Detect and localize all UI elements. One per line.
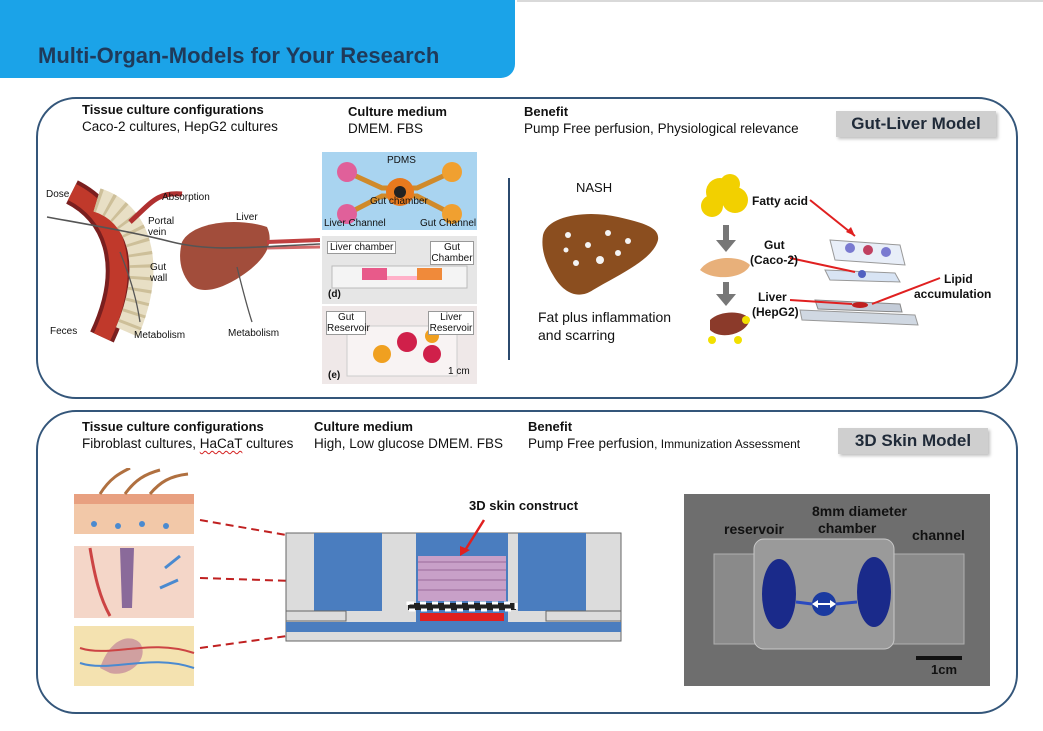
skin-device-cross-section [199, 519, 622, 649]
skin-benefit-value: Pump Free perfusion, Immunization Assess… [528, 436, 800, 451]
nash-caption-line2: and scarring [538, 327, 616, 343]
metabolism-label-2: Metabolism [228, 328, 280, 339]
gut-liver-tissue-value: Caco-2 cultures, HepG2 cultures [82, 119, 278, 134]
gut-liver-medium-value: DMEM. FBS [348, 121, 424, 136]
skin-benefit-value-b: , Immunization Assessment [654, 437, 801, 451]
fatty-acid-label: Fatty acid [752, 194, 809, 208]
panel-e-label: (e) [328, 370, 341, 381]
feces-label: Feces [50, 326, 78, 337]
liver-label: Liver [758, 290, 787, 304]
skin-tissue-value-c: cultures [242, 436, 294, 451]
gut-liver-tissue-header: Tissue culture configurations [82, 102, 264, 117]
skin-tissue-header: Tissue culture configurations [82, 419, 264, 434]
gut-chamber-label: Gut chamber [370, 196, 428, 207]
liver-chamber-label: Liver chamber [327, 241, 397, 254]
lipid-label-line1: Lipid [944, 272, 973, 286]
absorption-label: Absorption [162, 192, 210, 203]
channel-label: channel [912, 527, 965, 543]
skin-benefit-value-a: Pump Free perfusion [528, 436, 655, 451]
dose-label: Dose [46, 189, 70, 200]
top-rule [517, 0, 1043, 2]
gut-liver-medium-header: Culture medium [348, 104, 447, 119]
gut-wall-label: Gut wall [150, 262, 168, 284]
skin-tissue-value-hacat: HaCaT [199, 436, 243, 451]
scale-1cm-label: 1 cm [448, 366, 470, 377]
gut-liver-benefit-header: Benefit [524, 104, 569, 119]
skin-construct-label: 3D skin construct [469, 498, 579, 513]
skin-scale-label: 1cm [931, 662, 958, 677]
gut-cell-label: (Caco-2) [750, 253, 799, 267]
chip-top-view [322, 152, 477, 230]
liver-reservoir-label: Liver Reservoir [428, 311, 474, 335]
skin-tissue-value: Fibroblast cultures, HaCaT cultures [82, 436, 293, 451]
metabolism-label-1: Metabolism [134, 330, 186, 341]
gut-liver-panel [36, 97, 1018, 399]
diameter-label-line2: chamber [818, 520, 877, 536]
title-banner [0, 0, 515, 78]
nash-title: NASH [576, 180, 613, 195]
slide-title: Multi-Organ-Models for Your Research [38, 43, 440, 68]
gut-liver-divider [508, 178, 510, 360]
reservoir-label: reservoir [724, 521, 784, 537]
skin-panel [36, 410, 1018, 714]
liver-channel-label: Liver Channel [324, 218, 386, 229]
panel-d-label: (d) [328, 289, 341, 300]
liver-anatomy-label: Liver [236, 212, 258, 223]
skin-medium-header: Culture medium [314, 419, 413, 434]
gut-liver-model-label: Gut-Liver Model [836, 111, 996, 137]
gut-channel-label: Gut Channel [420, 218, 477, 229]
nash-liver-icon [542, 214, 659, 295]
gut-chamber-photo-label: Gut Chamber [430, 241, 474, 265]
skin-medium-value: High, Low glucose DMEM. FBS [314, 436, 504, 451]
pdms-label: PDMS [387, 155, 416, 166]
gut-reservoir-label: Gut Reservoir [326, 311, 370, 335]
portal-vein-label: Portal vein [148, 216, 175, 238]
gut-liver-anatomy-figure [46, 180, 320, 343]
skin-benefit-header: Benefit [528, 419, 573, 434]
skin-layers-illustration [74, 468, 195, 686]
lipid-label-line2: accumulation [914, 287, 992, 301]
skin-chip-photo [684, 494, 990, 686]
nash-caption-line1: Fat plus inflammation [538, 309, 672, 325]
pathway-figure [700, 174, 941, 344]
gut-liver-benefit-value: Pump Free perfusion, Physiological relev… [524, 121, 799, 136]
diameter-label-line1: 8mm diameter [812, 503, 907, 519]
skin-model-label: 3D Skin Model [838, 428, 988, 454]
gut-label: Gut [764, 238, 785, 252]
skin-tissue-value-a: Fibroblast cultures, [82, 436, 200, 451]
liver-cell-label: (HepG2) [752, 305, 799, 319]
